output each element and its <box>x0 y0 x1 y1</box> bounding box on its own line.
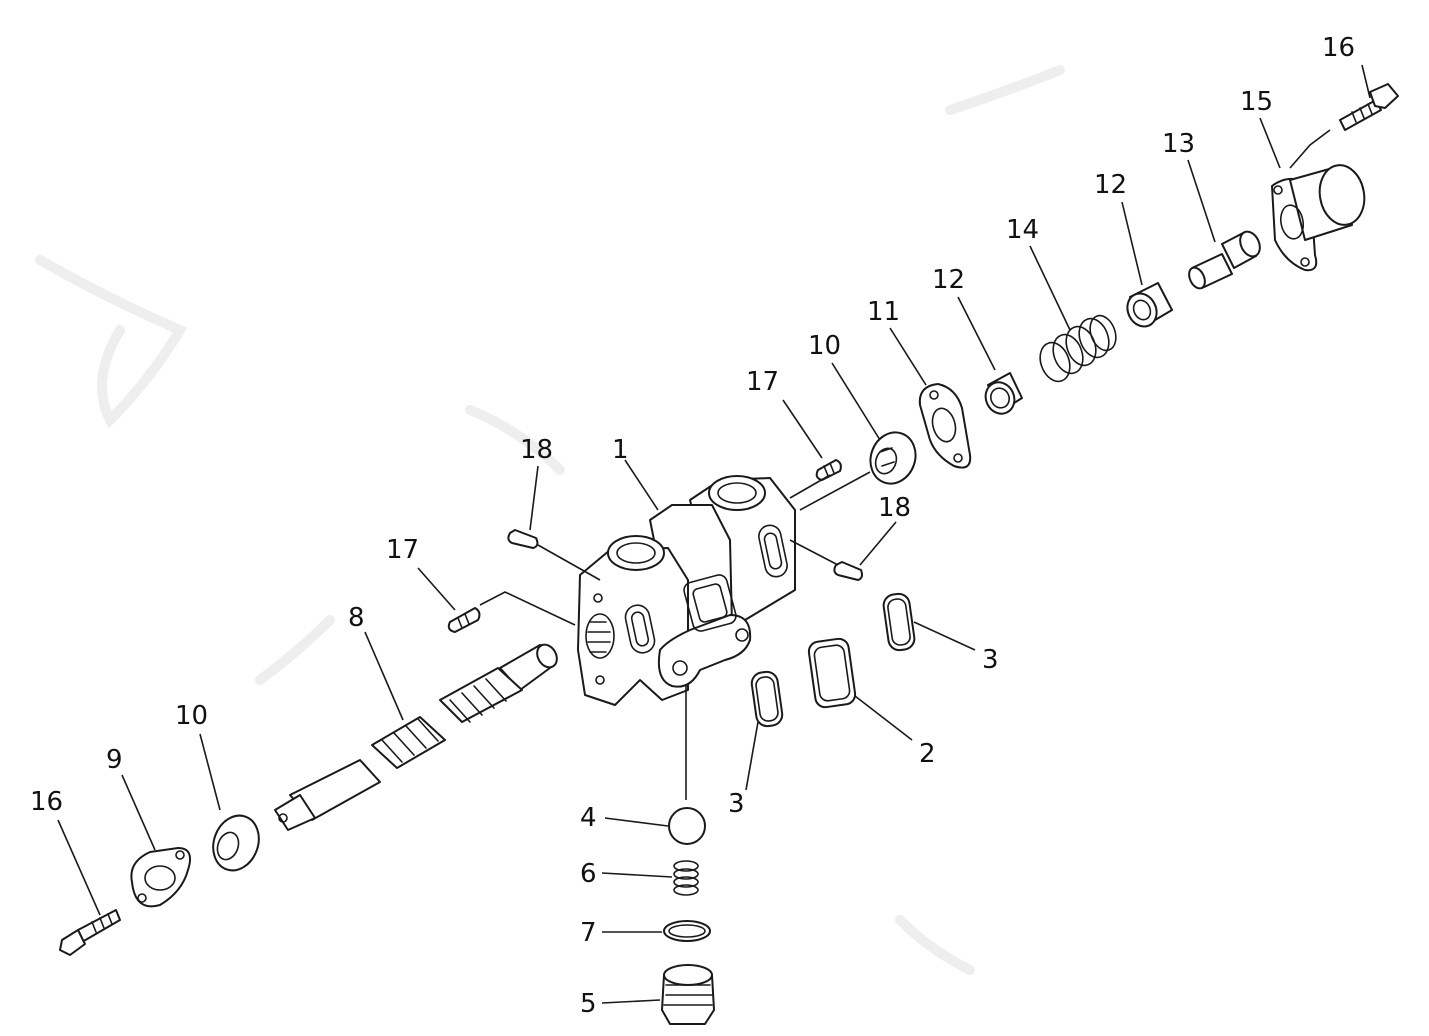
callout-8: 8 <box>348 603 365 633</box>
callout-14: 14 <box>1006 215 1039 245</box>
flange-part-9 <box>130 847 191 908</box>
pin-part-17-right <box>815 459 842 481</box>
callout-2: 2 <box>919 739 936 769</box>
sleeve-part-12-upper <box>1126 282 1173 328</box>
callout-12-upper: 12 <box>1094 170 1127 200</box>
background-smudges <box>35 65 1065 975</box>
leader-lines <box>57 64 1371 1004</box>
callout-3-upper: 3 <box>982 645 999 675</box>
callout-18-left: 18 <box>520 435 553 465</box>
callout-16-left: 16 <box>30 787 63 817</box>
bolt-part-16-right <box>1339 83 1399 131</box>
cover-part-15 <box>1271 164 1366 272</box>
valve-body-part-1 <box>577 475 796 706</box>
callout-5: 5 <box>580 989 597 1019</box>
bolt-part-16-left <box>59 909 121 956</box>
callout-11: 11 <box>867 297 900 327</box>
pin-part-18-right <box>833 561 863 581</box>
callout-10-right: 10 <box>808 331 841 361</box>
callout-9: 9 <box>106 745 123 775</box>
plug-part-5 <box>661 964 715 1025</box>
gasket-part-3-lower <box>750 670 784 728</box>
spring-part-14 <box>1039 314 1117 383</box>
callout-15: 15 <box>1240 87 1273 117</box>
callout-6: 6 <box>580 859 597 889</box>
callout-16-right: 16 <box>1322 33 1355 63</box>
callout-7: 7 <box>580 918 597 948</box>
check-ball-part-4 <box>668 807 706 845</box>
seal-part-10-left <box>212 814 260 872</box>
callout-4: 4 <box>580 803 597 833</box>
oring-part-7 <box>663 920 711 942</box>
callout-numbers: 1 2 3 3 4 5 6 7 8 9 10 10 11 12 12 13 14… <box>30 33 1355 1019</box>
callout-17-left: 17 <box>386 535 419 565</box>
flange-part-11 <box>918 383 972 469</box>
gasket-part-2 <box>807 637 857 709</box>
callout-17-right: 17 <box>746 367 779 397</box>
spring-part-6 <box>673 860 699 896</box>
callout-13: 13 <box>1162 129 1195 159</box>
gasket-part-3-upper <box>882 592 916 652</box>
pin-part-18-left <box>507 529 539 549</box>
sleeve-part-12-lower <box>984 372 1023 415</box>
piston-part-13 <box>1188 230 1261 290</box>
callout-1: 1 <box>612 435 629 465</box>
callout-18-right: 18 <box>878 493 911 523</box>
callout-10-left: 10 <box>175 701 208 731</box>
callout-3-lower: 3 <box>728 789 745 819</box>
spool-part-8 <box>274 643 558 831</box>
callout-12-lower: 12 <box>932 265 965 295</box>
pin-part-17-left <box>447 607 481 633</box>
seal-part-10-right <box>869 431 917 485</box>
